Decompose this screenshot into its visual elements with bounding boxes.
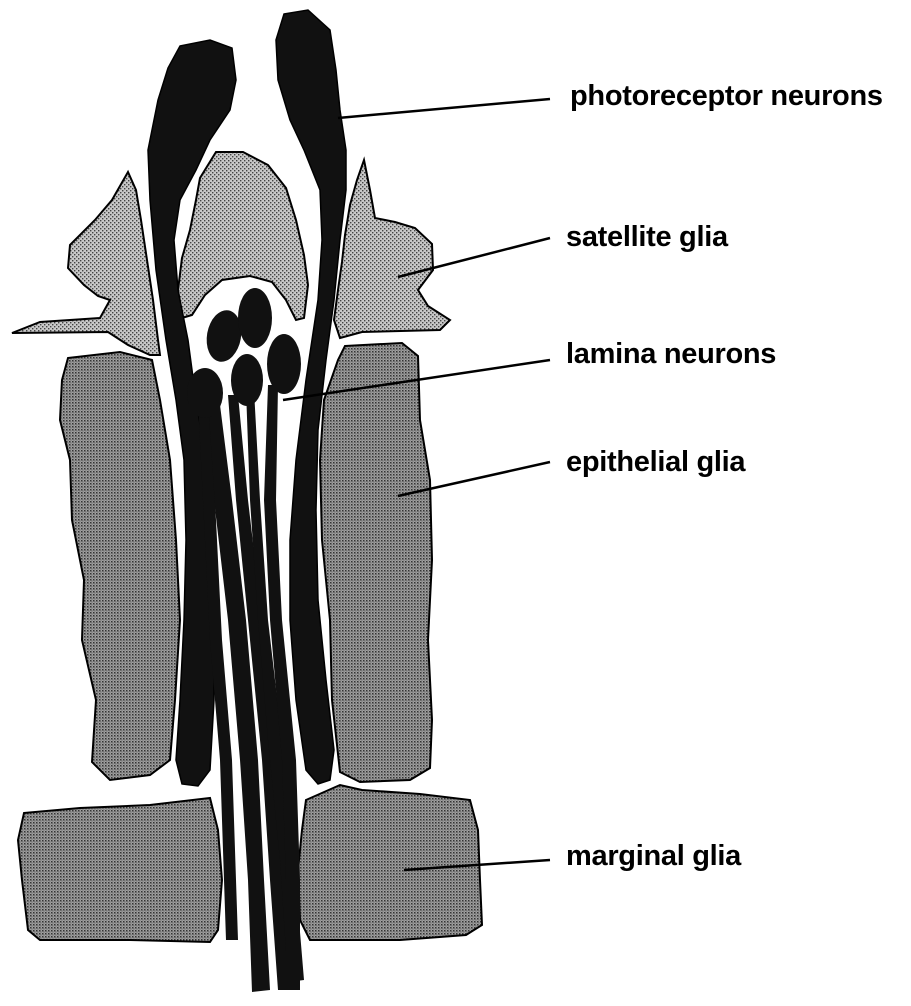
leader-line-photoreceptor xyxy=(338,99,550,118)
epithelial-glia-right xyxy=(320,343,432,782)
marginal-glia-left xyxy=(18,798,222,942)
lamina-neuron-soma-4 xyxy=(187,368,223,418)
label-satellite-glia: satellite glia xyxy=(566,221,728,254)
lamina-neuron-soma-3 xyxy=(267,334,301,394)
label-photoreceptor-neurons: photoreceptor neurons xyxy=(570,80,883,113)
marginal-glia-right xyxy=(298,785,482,940)
satellite-glia-center xyxy=(178,152,308,320)
label-epithelial-glia: epithelial glia xyxy=(566,446,745,479)
label-marginal-glia: marginal glia xyxy=(566,840,741,873)
lamina-neuron-soma-5 xyxy=(231,354,263,406)
label-lamina-neurons: lamina neurons xyxy=(566,338,776,371)
satellite-glia-right xyxy=(334,160,450,338)
satellite-glia-left xyxy=(12,172,160,355)
lamina-neuron-soma-2 xyxy=(238,288,272,348)
epithelial-glia-left xyxy=(60,352,180,780)
